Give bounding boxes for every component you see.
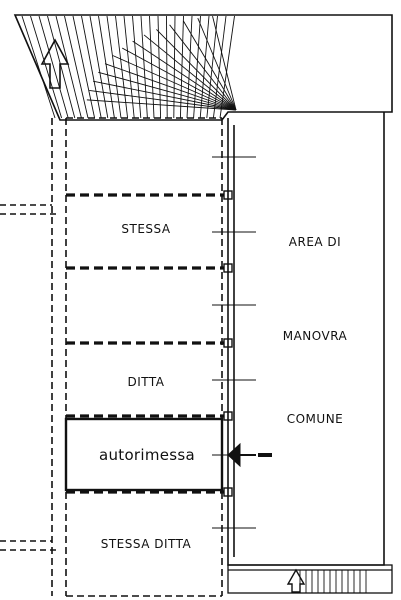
ramp-hatch-line <box>186 15 193 119</box>
stair-arrow-icon <box>286 568 306 593</box>
ramp-hatch-line <box>156 29 237 111</box>
ramp-hatch-line <box>30 15 63 119</box>
ramp-hatch-line <box>140 15 148 119</box>
ramp-hatch-line <box>104 63 237 111</box>
ramp-hatch-line <box>157 15 162 119</box>
stair-steps <box>299 570 367 593</box>
ramp-area <box>13 14 393 121</box>
ramp-hatch-line <box>206 15 218 119</box>
ramp-hatch-line <box>21 15 56 119</box>
label-area-di: AREA DI <box>289 235 341 249</box>
ramp-hatch-line <box>38 15 69 119</box>
ramp-hatch-line <box>132 40 237 111</box>
ramp-hatch-line <box>98 15 115 119</box>
ramp-hatch-line <box>212 16 237 111</box>
ramp-hatch-line <box>179 15 184 119</box>
ramp-hatch-line <box>193 15 201 119</box>
label-ditta: DITTA <box>127 375 164 389</box>
label-autorimessa: autorimessa <box>99 446 195 464</box>
ramp-hatch-line <box>98 71 237 111</box>
column-ticks <box>212 156 256 529</box>
label-stessa: STESSA <box>121 222 170 236</box>
ramp-hatch <box>21 15 237 119</box>
ramp-hatch-line <box>72 15 96 119</box>
ramp-hatch-line <box>197 17 237 111</box>
ramp-hatch-line <box>112 55 237 111</box>
label-manovra: MANOVRA <box>283 329 348 343</box>
ramp-hatch-line <box>143 34 237 111</box>
ramp-hatch-line <box>86 99 237 111</box>
bottom-stair <box>227 564 393 594</box>
adjacent-wall-bottom <box>0 540 58 551</box>
label-stessa-ditta: STESSA DITTA <box>101 537 192 551</box>
label-comune: COMUNE <box>287 412 344 426</box>
adjacent-wall-top <box>0 204 58 215</box>
entrance-arrow-icon <box>227 442 272 468</box>
ramp-hatch-line <box>132 15 142 119</box>
ramp-hatch-line <box>64 15 89 119</box>
ramp-hatch-line <box>169 24 237 111</box>
ramp-hatch-line <box>89 89 237 111</box>
ramp-hatch-line <box>115 15 129 119</box>
ramp-hatch-line <box>183 20 237 111</box>
ramp-hatch-line <box>149 15 155 119</box>
ramp-arrow-icon <box>40 38 70 89</box>
ramp-hatch-line <box>123 15 135 119</box>
ramp-hatch-line <box>122 47 237 111</box>
ramp-hatch-line <box>173 15 176 119</box>
garage-outline <box>51 117 223 597</box>
parking-dividers <box>66 193 228 494</box>
ramp-hatch-line <box>47 15 76 119</box>
ramp-hatch-line <box>55 15 82 119</box>
ramp-hatch-line <box>92 80 237 111</box>
